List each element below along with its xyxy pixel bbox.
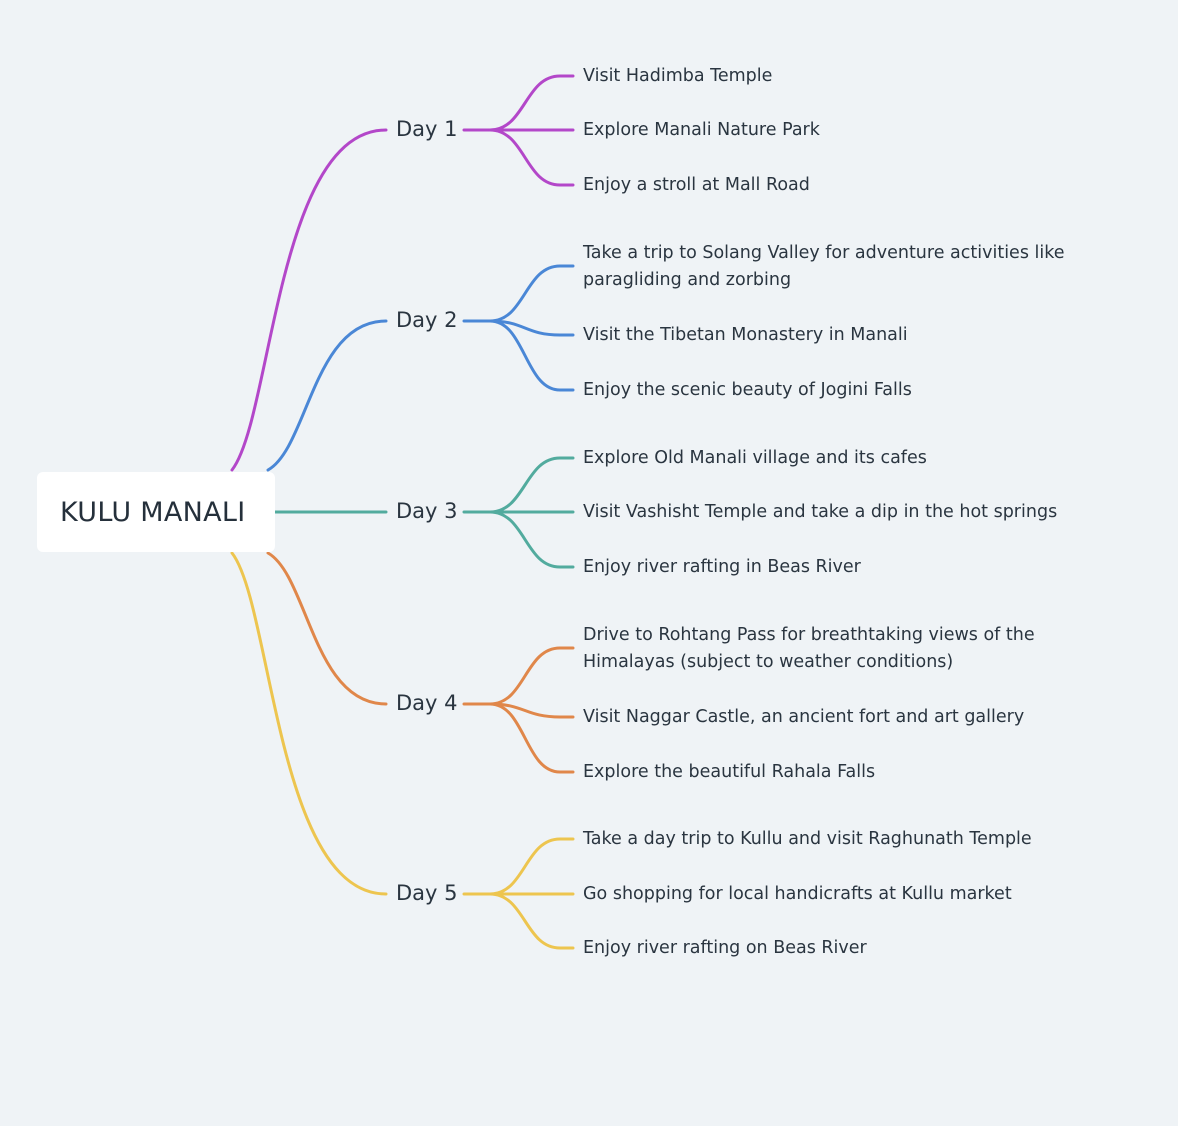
day-5-item-2[interactable]: Go shopping for local handicrafts at Kul… — [583, 881, 1012, 908]
connector-day-5-item-3 — [488, 892, 575, 950]
connector-day-4-item-2 — [488, 702, 575, 719]
day-3-item-2[interactable]: Visit Vashisht Temple and take a dip in … — [583, 499, 1057, 526]
item-text-line: Drive to Rohtang Pass for breathtaking v… — [583, 625, 1035, 645]
root-topic-label: KULU MANALI — [60, 496, 246, 528]
connector-day-2-item-2 — [488, 319, 575, 337]
connector-day-2-item-3 — [488, 319, 575, 392]
day-4-item-3[interactable]: Explore the beautiful Rahala Falls — [583, 759, 875, 786]
item-text-line: Enjoy the scenic beauty of Jogini Falls — [583, 380, 912, 400]
item-text-line: Explore Old Manali village and its cafes — [583, 448, 927, 468]
day-1-item-3[interactable]: Enjoy a stroll at Mall Road — [583, 172, 810, 199]
item-text-line: Explore Manali Nature Park — [583, 120, 820, 140]
day-2-item-2[interactable]: Visit the Tibetan Monastery in Manali — [583, 322, 908, 349]
item-text-line: Enjoy river rafting on Beas River — [583, 938, 867, 958]
connector-day-3-item-3 — [488, 510, 575, 569]
connector-day-4-item-3 — [488, 702, 575, 774]
day-1-item-2[interactable]: Explore Manali Nature Park — [583, 117, 820, 144]
connector-day-2-item-1 — [488, 264, 575, 323]
day-3-item-1[interactable]: Explore Old Manali village and its cafes — [583, 445, 927, 472]
day-4-item-1[interactable]: Drive to Rohtang Pass for breathtaking v… — [583, 622, 1035, 676]
connector-root-day-4 — [266, 551, 388, 706]
day-5-topic[interactable]: Day 5 — [396, 881, 458, 905]
item-text-line: Go shopping for local handicrafts at Kul… — [583, 884, 1012, 904]
day-3-item-3[interactable]: Enjoy river rafting in Beas River — [583, 554, 861, 581]
item-text-line: Visit Hadimba Temple — [583, 66, 773, 86]
item-text-line: Himalayas (subject to weather conditions… — [583, 652, 954, 672]
day-1-topic[interactable]: Day 1 — [396, 117, 458, 141]
connector-root-day-5 — [230, 551, 388, 896]
item-text-line: paragliding and zorbing — [583, 270, 792, 290]
item-text-line: Visit Vashisht Temple and take a dip in … — [583, 502, 1058, 522]
day-1-item-1[interactable]: Visit Hadimba Temple — [583, 63, 772, 90]
connector-day-5-item-1 — [488, 837, 575, 896]
item-text-line: Enjoy a stroll at Mall Road — [583, 175, 810, 195]
day-4-topic[interactable]: Day 4 — [396, 691, 458, 715]
day-3-topic[interactable]: Day 3 — [396, 499, 458, 523]
item-text-line: Take a day trip to Kullu and visit Raghu… — [583, 829, 1032, 849]
connector-day-3-item-1 — [488, 456, 575, 514]
connector-day-1-item-3 — [488, 128, 575, 187]
root-topic[interactable]: KULU MANALI — [37, 472, 275, 552]
item-text-line: Take a trip to Solang Valley for adventu… — [583, 243, 1065, 263]
connector-day-4-item-1 — [488, 646, 575, 706]
item-text-line: Visit Naggar Castle, an ancient fort and… — [583, 707, 1025, 727]
day-5-item-3[interactable]: Enjoy river rafting on Beas River — [583, 935, 867, 962]
connector-root-day-2 — [266, 319, 388, 472]
connector-root-day-1 — [230, 128, 388, 472]
item-text-line: Explore the beautiful Rahala Falls — [583, 762, 876, 782]
item-text-line: Enjoy river rafting in Beas River — [583, 557, 861, 577]
day-4-item-2[interactable]: Visit Naggar Castle, an ancient fort and… — [583, 704, 1024, 731]
day-5-item-1[interactable]: Take a day trip to Kullu and visit Raghu… — [583, 826, 1032, 853]
item-text-line: Visit the Tibetan Monastery in Manali — [583, 325, 908, 345]
connector-day-1-item-1 — [488, 74, 575, 132]
day-2-topic[interactable]: Day 2 — [396, 308, 458, 332]
day-2-item-1[interactable]: Take a trip to Solang Valley for adventu… — [583, 240, 1065, 294]
day-2-item-3[interactable]: Enjoy the scenic beauty of Jogini Falls — [583, 377, 912, 404]
